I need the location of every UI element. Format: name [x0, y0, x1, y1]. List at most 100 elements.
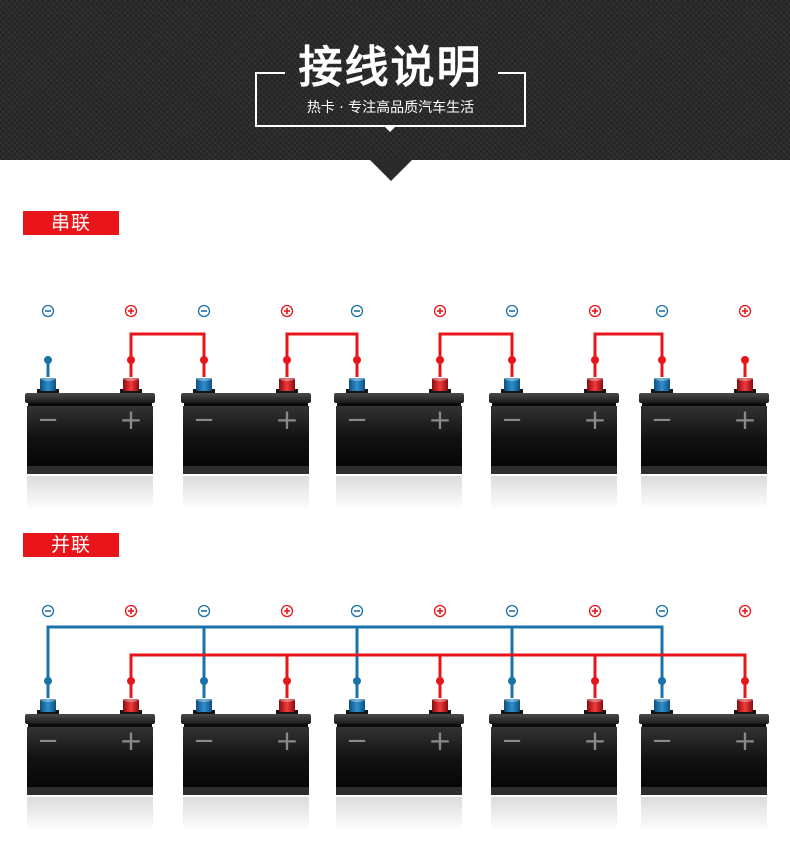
parallel-battery-1-negative-terminal: [40, 699, 56, 712]
series-jumper-3: [438, 332, 514, 360]
parallel-positive-dot-4: [591, 677, 599, 685]
series-jumper-4-dot-a: [591, 356, 599, 364]
series-jumper-4-dot-b: [658, 356, 666, 364]
parallel-battery-2-negative-terminal-base: [193, 710, 215, 716]
parallel-battery-4-base: [491, 787, 617, 795]
series-battery-4-minus-glyph: −: [501, 405, 523, 435]
series-battery-5: −+: [639, 377, 769, 510]
series-battery-5-negative-terminal-base: [651, 389, 673, 395]
parallel-battery-2-body: [183, 727, 309, 791]
parallel-battery-3-plus-glyph: +: [428, 724, 451, 757]
series-negative-symbol-2: [197, 304, 211, 318]
series-negative-symbol-5: [655, 304, 669, 318]
series-negative-symbol-4: [505, 304, 519, 318]
parallel-battery-4-body: [491, 727, 617, 791]
page-title: 接线说明: [298, 42, 483, 93]
parallel-battery-3-lid-edge: [337, 724, 461, 727]
parallel-battery-3-positive-terminal-shine: [433, 698, 447, 702]
series-battery-1-lid-edge: [28, 403, 152, 406]
parallel-negative-symbol-4: [505, 604, 519, 618]
parallel-battery-5-negative-terminal-shine: [655, 698, 669, 702]
series-battery-4-positive-terminal-base: [584, 389, 606, 395]
series-positive-symbol-2: [280, 304, 294, 318]
parallel-positive-symbol-5: [738, 604, 752, 618]
parallel-negative-dot-3: [353, 677, 361, 685]
parallel-negative-dot-4: [508, 677, 516, 685]
parallel-battery-1-reflection: [27, 797, 153, 831]
parallel-battery-3-lid: [334, 714, 464, 724]
series-jumper-3-dot-b: [508, 356, 516, 364]
series-battery-1-lid: [25, 393, 155, 403]
series-battery-5-positive-terminal-base: [734, 389, 756, 395]
series-battery-5-positive-terminal: [737, 378, 753, 391]
series-jumper-4: [593, 332, 664, 360]
parallel-battery-1-positive-terminal-shine: [124, 698, 138, 702]
series-battery-3-plus-glyph: +: [428, 403, 451, 436]
series-battery-4-negative-terminal-base: [501, 389, 523, 395]
series-battery-1-negative-terminal-shine: [41, 377, 55, 381]
header-notch: [369, 159, 413, 181]
parallel-battery-2-base: [183, 787, 309, 795]
series-battery-2-positive-terminal: [279, 378, 295, 391]
series-battery-3-reflection: [336, 476, 462, 510]
series-battery-1-positive-terminal: [123, 378, 139, 391]
parallel-battery-4-reflection: [491, 797, 617, 831]
series-battery-2-positive-terminal-base: [276, 389, 298, 395]
series-battery-4: −+: [489, 377, 619, 510]
parallel-negative-symbol-3: [350, 604, 364, 618]
series-battery-1-positive-terminal-base: [120, 389, 142, 395]
parallel-battery-2-positive-terminal-shine: [280, 698, 294, 702]
series-battery-3: −+: [334, 377, 464, 510]
series-battery-1-plus-glyph: +: [119, 403, 142, 436]
section-label-series: 串联: [23, 211, 119, 235]
parallel-negative-symbol-5: [655, 604, 669, 618]
series-battery-1-base: [27, 466, 153, 474]
parallel-battery-1-lid-edge: [28, 724, 152, 727]
parallel-battery-4-plus-glyph: +: [583, 724, 606, 757]
title-frame-line-right: [498, 72, 526, 74]
series-battery-5-plus-glyph: +: [733, 403, 756, 436]
series-battery-1-negative-terminal-base: [37, 389, 59, 395]
parallel-battery-1-plus-glyph: +: [119, 724, 142, 757]
parallel-battery-4-positive-terminal-shine: [588, 698, 602, 702]
parallel-battery-2-lid-edge: [184, 724, 308, 727]
page-subtitle: 热卡 · 专注高品质汽车生活: [306, 100, 475, 116]
series-battery-5-negative-terminal-shine: [655, 377, 669, 381]
series-jumper-3-dot-a: [436, 356, 444, 364]
series-battery-5-lid-edge: [642, 403, 766, 406]
series-battery-2-lid-edge: [184, 403, 308, 406]
title-frame-notch: [383, 125, 397, 132]
parallel-battery-4-minus-glyph: −: [501, 726, 523, 756]
series-battery-2-positive-terminal-shine: [280, 377, 294, 381]
parallel-battery-2-plus-glyph: +: [275, 724, 298, 757]
series-battery-4-lid: [489, 393, 619, 403]
series-battery-3-positive-terminal-shine: [433, 377, 447, 381]
series-battery-5-minus-glyph: −: [651, 405, 673, 435]
parallel-battery-2-negative-terminal: [196, 699, 212, 712]
series-positive-symbol-3: [433, 304, 447, 318]
parallel-battery-5-plus-glyph: +: [733, 724, 756, 757]
series-battery-1: −+: [25, 377, 155, 510]
parallel-positive-symbol-2: [280, 604, 294, 618]
series-battery-3-base: [336, 466, 462, 474]
parallel-battery-5-positive-terminal: [737, 699, 753, 712]
series-battery-2: −+: [181, 377, 311, 510]
series-battery-4-body: [491, 406, 617, 470]
series-battery-3-lid: [334, 393, 464, 403]
series-battery-3-positive-terminal: [432, 378, 448, 391]
parallel-battery-4-negative-terminal-shine: [505, 698, 519, 702]
parallel-battery-5-body: [641, 727, 767, 791]
parallel-positive-dot-3: [436, 677, 444, 685]
parallel-battery-3-minus-glyph: −: [346, 726, 368, 756]
parallel-battery-1-body: [27, 727, 153, 791]
parallel-battery-4-negative-terminal-base: [501, 710, 523, 716]
header-banner: [0, 0, 790, 160]
parallel-negative-symbol-2: [197, 604, 211, 618]
parallel-battery-3: −+: [334, 698, 464, 831]
series-battery-3-minus-glyph: −: [346, 405, 368, 435]
parallel-positive-symbol-3: [433, 604, 447, 618]
parallel-battery-4-negative-terminal: [504, 699, 520, 712]
parallel-battery-4-positive-terminal-base: [584, 710, 606, 716]
parallel-positive-dot-1: [127, 677, 135, 685]
